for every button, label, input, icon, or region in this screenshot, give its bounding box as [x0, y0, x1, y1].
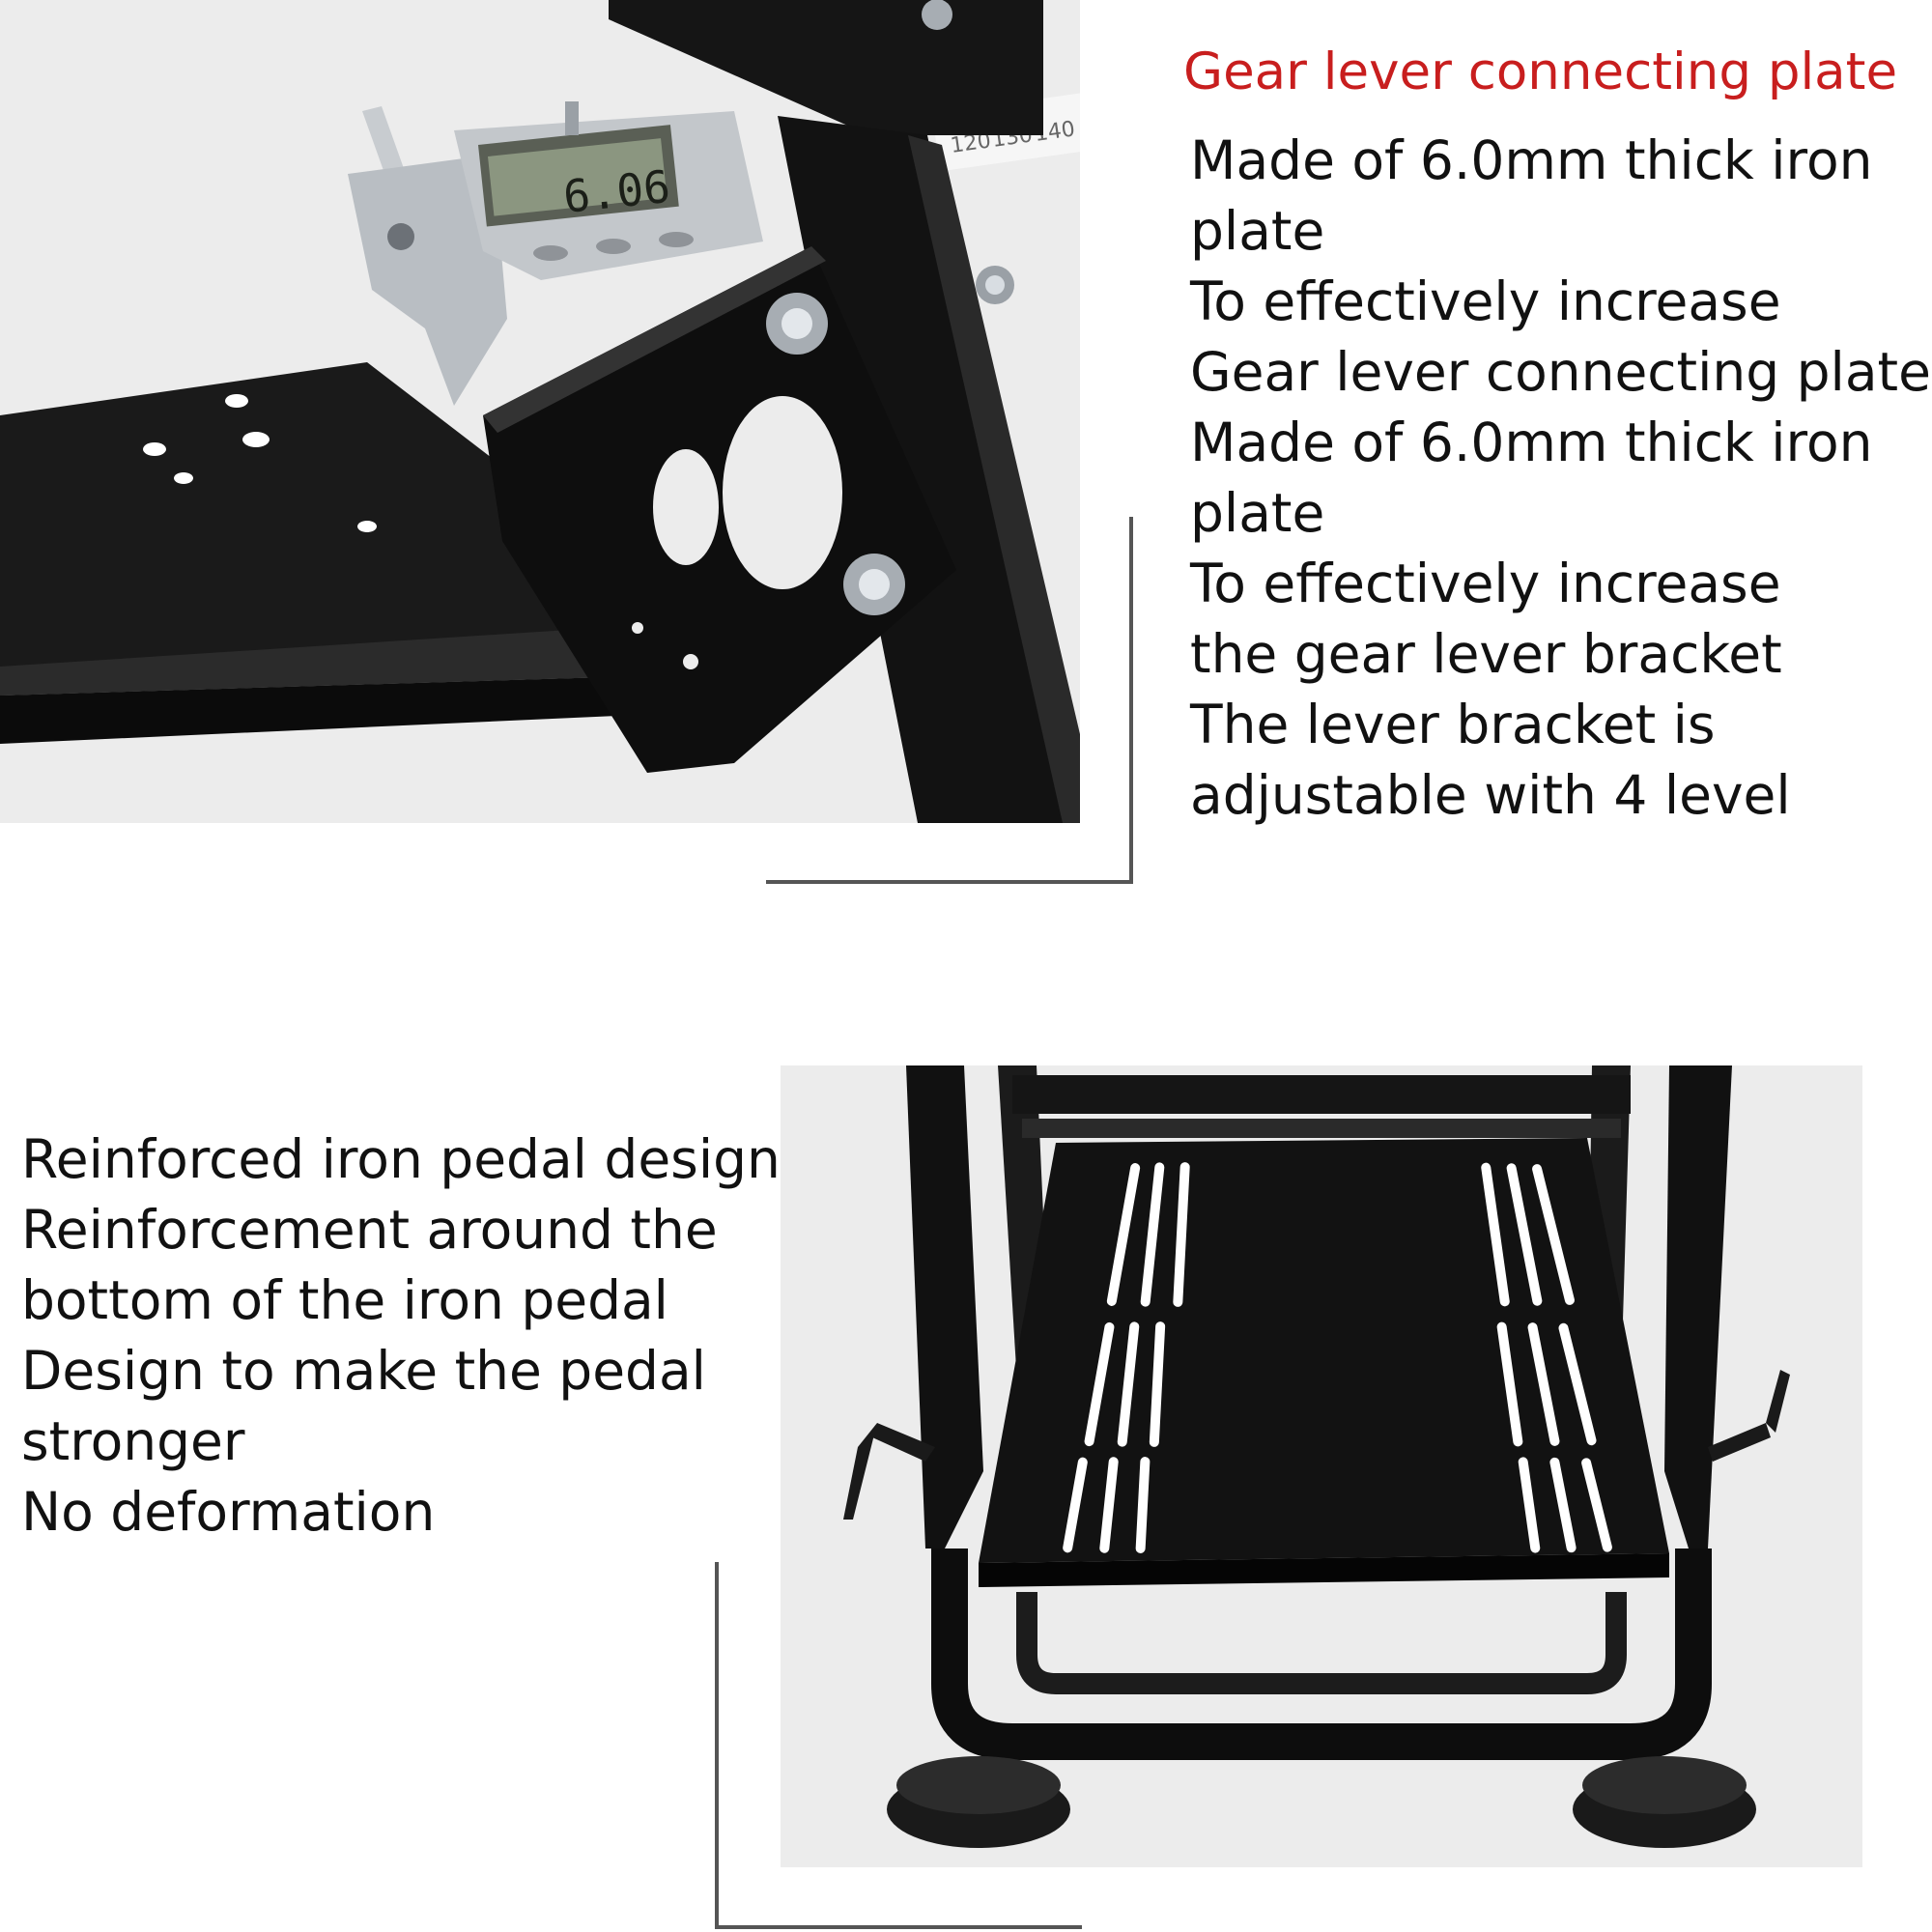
frame-line: [1129, 517, 1133, 884]
frame-line: [766, 880, 1133, 884]
description-line: plate: [1190, 200, 1325, 262]
description-line: stronger: [21, 1410, 245, 1472]
description-line: Made of 6.0mm thick iron: [1190, 129, 1873, 191]
description-line: the gear lever bracket: [1190, 623, 1782, 685]
caliper-reading: 6.06: [561, 160, 673, 223]
digital-caliper: 6.06: [348, 101, 763, 406]
description-line: To effectively increase: [1190, 553, 1781, 614]
description-line: No deformation: [21, 1481, 436, 1543]
gear-plate-photo: 120 130 140: [0, 0, 1080, 823]
description-line: Design to make the pedal: [21, 1340, 706, 1402]
description-line: bottom of the iron pedal: [21, 1269, 668, 1331]
frame-line: [715, 1925, 1082, 1929]
description-line: Reinforcement around the: [21, 1199, 718, 1261]
description-line: Gear lever connecting plate: [1190, 341, 1931, 403]
frame-line: [715, 1562, 719, 1929]
pedal-plate-photo: [781, 1065, 1862, 1867]
description-line: To effectively increase: [1190, 270, 1781, 332]
description-line: adjustable with 4 level: [1190, 764, 1791, 826]
pedal-description: Reinforced iron pedal design Reinforceme…: [21, 1124, 784, 1548]
bolt-icon: [843, 554, 905, 615]
gear-plate-description: Made of 6.0mm thick iron plate To effect…: [1190, 126, 1931, 831]
gear-plate-heading: Gear lever connecting plate: [1183, 43, 1898, 101]
bolt-icon: [766, 293, 828, 355]
description-line: Made of 6.0mm thick iron: [1190, 412, 1873, 473]
description-line: The lever bracket is: [1190, 694, 1716, 755]
description-line: plate: [1190, 482, 1325, 544]
description-line: Reinforced iron pedal design: [21, 1128, 781, 1190]
